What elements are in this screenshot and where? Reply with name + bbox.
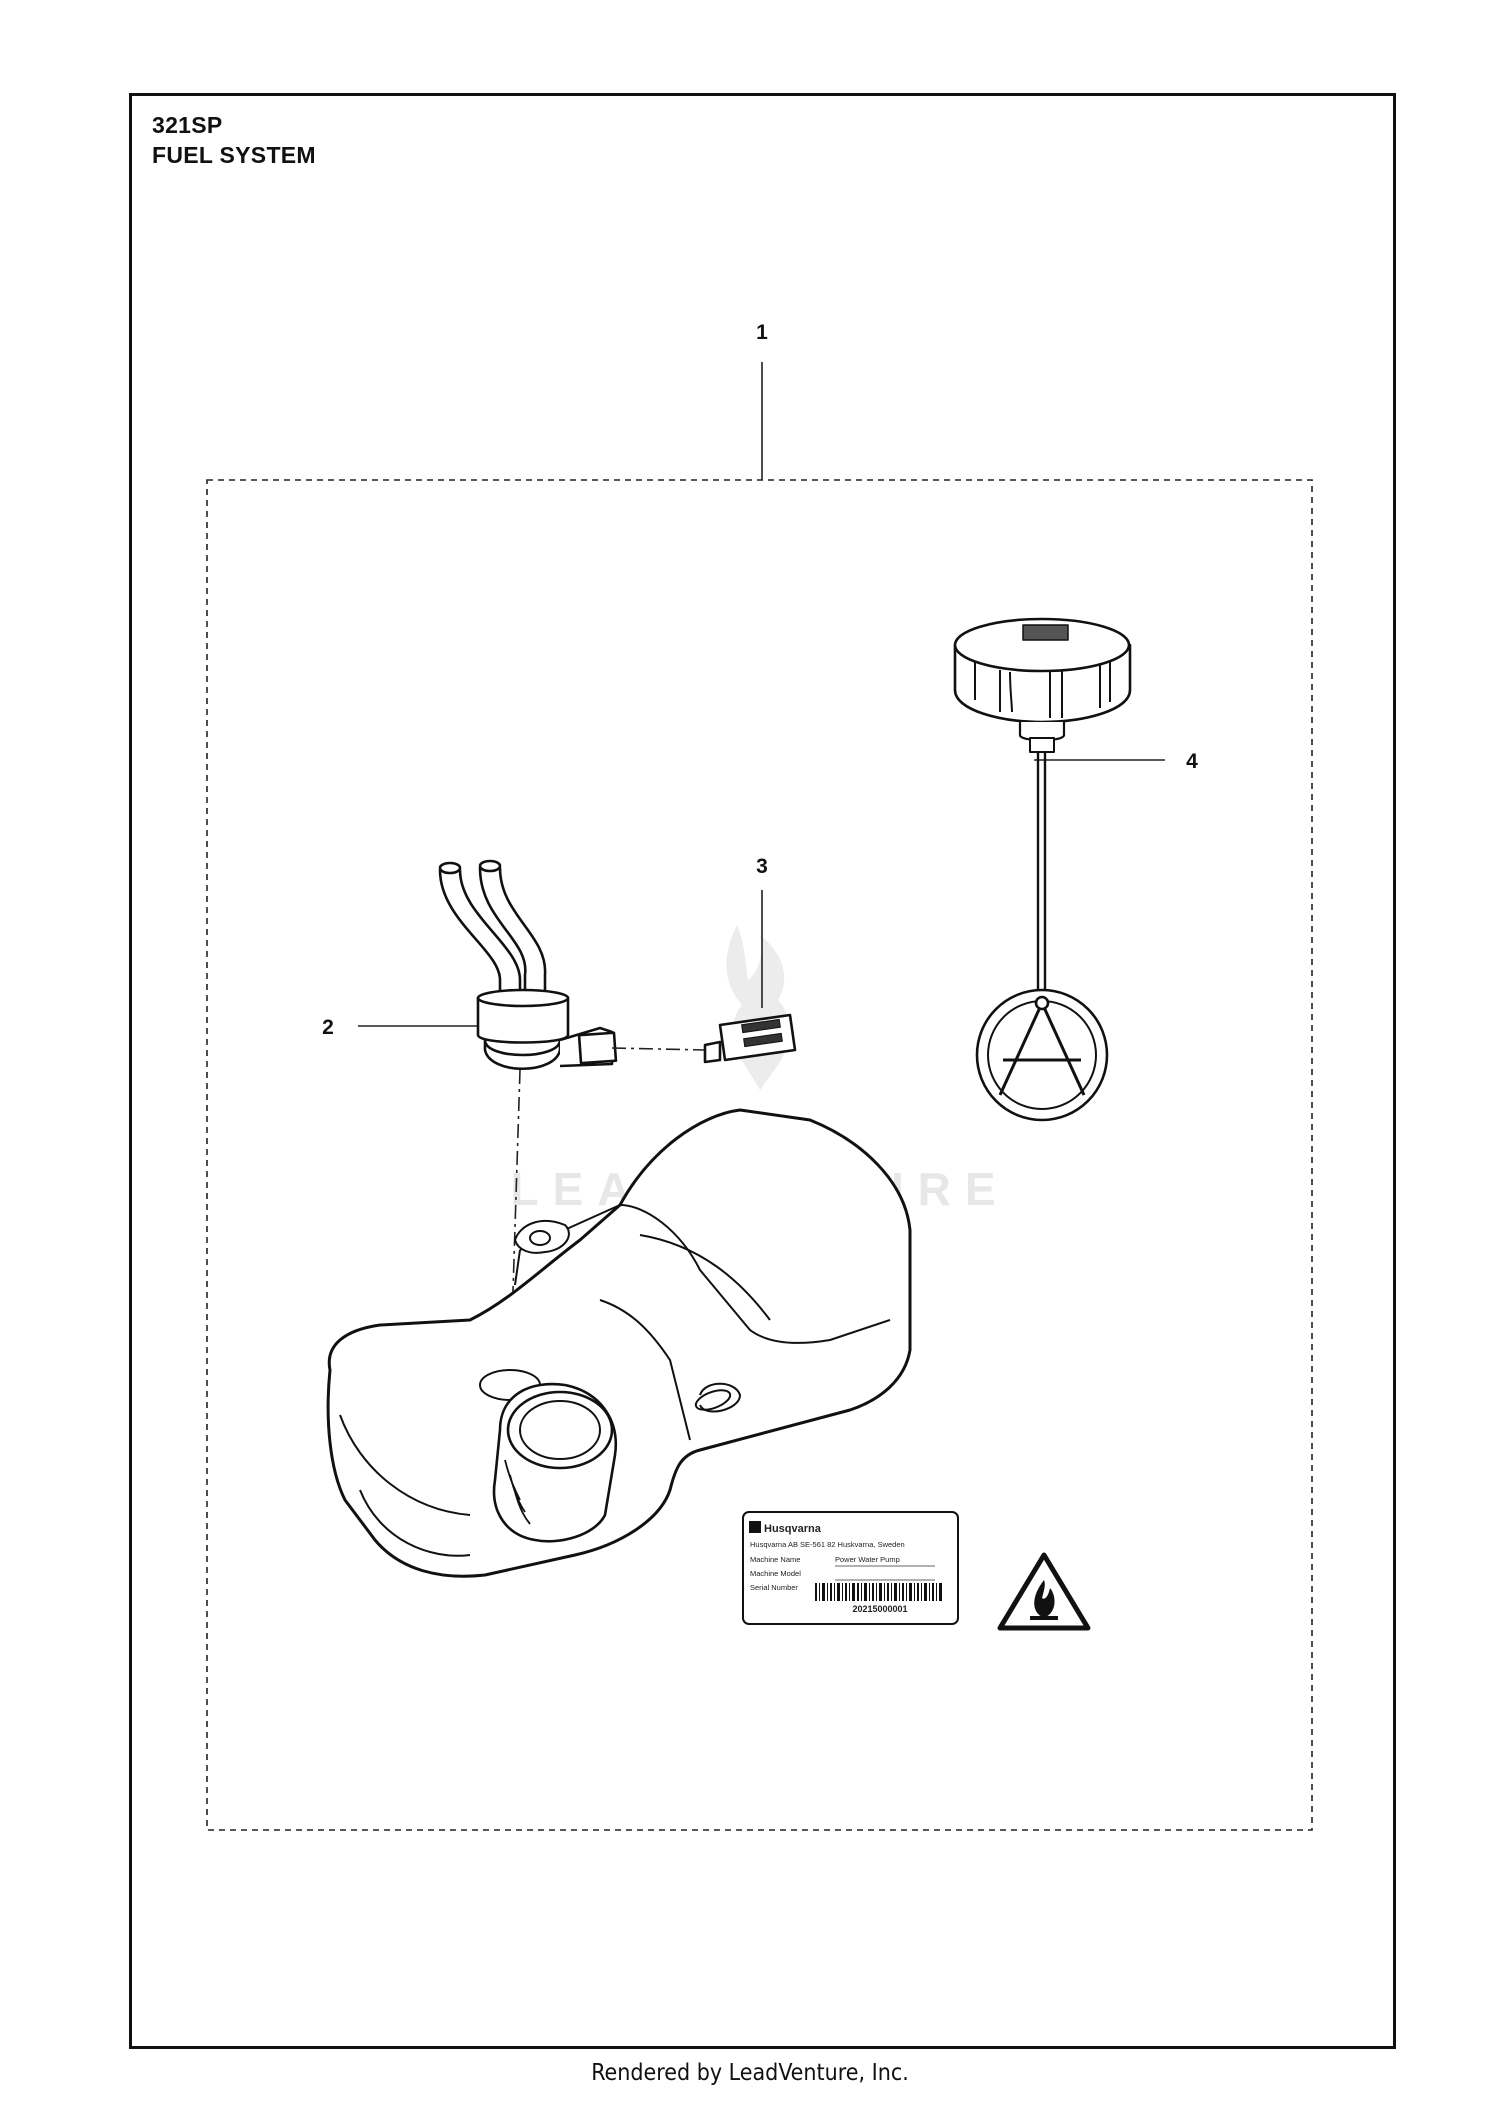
model-number: 321SP <box>152 112 223 138</box>
flammable-warning-icon <box>997 1552 1091 1631</box>
callout-2: 2 <box>322 1016 334 1039</box>
callout-3: 3 <box>756 855 768 878</box>
husqvarna-logo-icon <box>749 1521 761 1533</box>
footer-credit: Rendered by LeadVenture, Inc. <box>591 2060 909 2086</box>
fuel-tank <box>326 1108 912 1578</box>
diagram-frame <box>129 93 1396 2049</box>
barcode-icon <box>815 1583 942 1601</box>
label-row1-key: Machine Name <box>750 1555 800 1564</box>
assembly-box <box>206 479 1313 1831</box>
fuel-cap <box>953 617 1132 1122</box>
watermark-flame-icon <box>726 925 790 1090</box>
label-row1-value: Power Water Pump <box>835 1555 900 1564</box>
section-title: FUEL SYSTEM <box>152 142 316 168</box>
fuel-filter <box>703 1013 797 1064</box>
label-row2-key: Machine Model <box>750 1569 801 1578</box>
page-title: 321SP FUEL SYSTEM <box>152 110 316 170</box>
label-serial: 20215000001 <box>852 1604 907 1614</box>
label-address: Husqvarna AB SE-561 82 Huskvarna, Sweden <box>750 1540 905 1549</box>
label-brand: Husqvarna <box>764 1523 822 1535</box>
label-row3-key: Serial Number <box>750 1583 798 1592</box>
product-label: Husqvarna Husqvarna AB SE-561 82 Huskvar… <box>742 1511 959 1625</box>
callout-4: 4 <box>1186 750 1198 773</box>
fuel-line-grommet <box>438 859 618 1070</box>
callout-1: 1 <box>756 321 768 344</box>
